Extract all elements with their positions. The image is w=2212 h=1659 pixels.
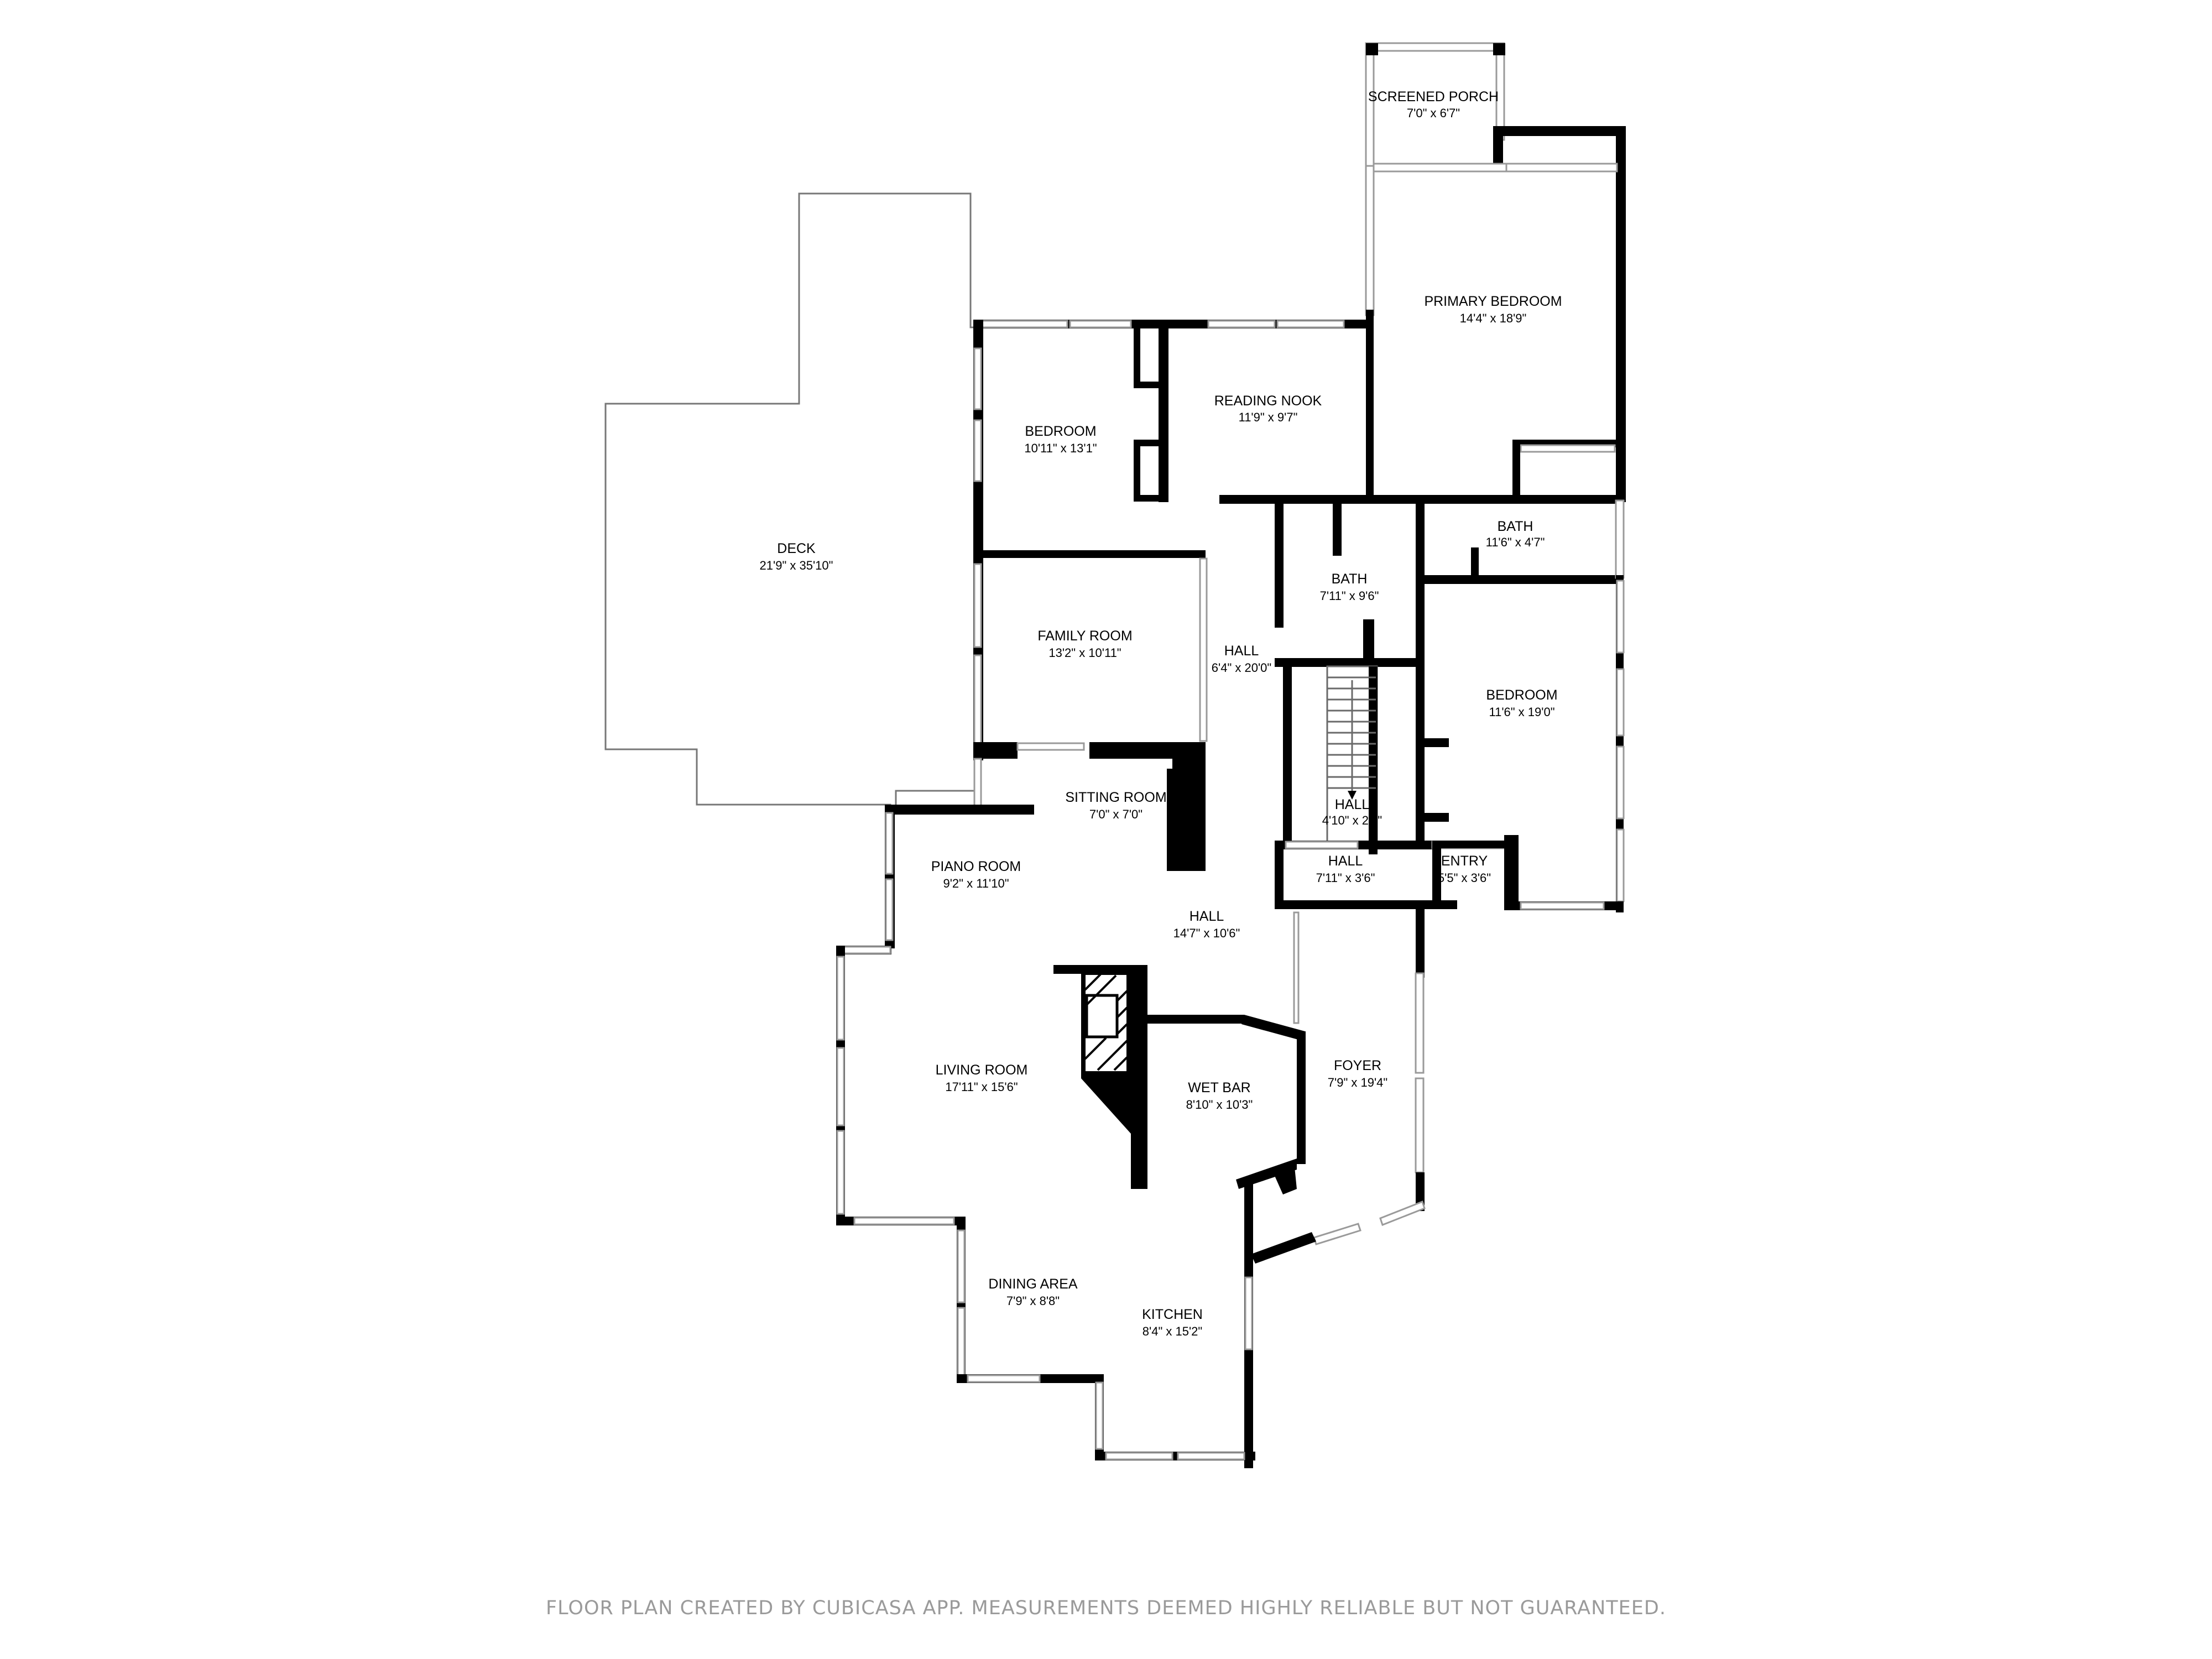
room-dims: 11'9" x 9'7" — [1239, 410, 1298, 424]
room-dims: 5'5" x 3'6" — [1438, 871, 1491, 885]
room-name: HALL — [1190, 909, 1224, 924]
room-name: SCREENED PORCH — [1368, 89, 1499, 105]
room-dims: 11'6" x 4'7" — [1486, 535, 1545, 549]
room-name: BATH — [1332, 571, 1368, 587]
sitting-piano-walls — [836, 758, 1034, 954]
living-room-walls — [836, 946, 966, 1383]
room-dims: 14'7" x 10'6" — [1173, 926, 1240, 940]
room-labels: SCREENED PORCH 7'0" x 6'7" PRIMARY BEDRO… — [760, 89, 1562, 1338]
room-dims: 7'11" x 9'6" — [1320, 589, 1379, 603]
disclaimer-footer: FLOOR PLAN CREATED BY CUBICASA APP. MEAS… — [546, 1597, 1666, 1619]
room-dims: 17'11" x 15'6" — [945, 1080, 1018, 1094]
room-dims: 10'11" x 13'1" — [1024, 441, 1097, 455]
room-dims: 7'0" x 6'7" — [1407, 106, 1460, 120]
room-name: BEDROOM — [1486, 687, 1557, 703]
hall-entry-walls — [1275, 835, 1513, 910]
north-wall — [973, 320, 1371, 557]
room-name: BEDROOM — [1025, 424, 1096, 439]
room-dims: 13'2" x 10'11" — [1048, 646, 1121, 660]
room-dims: 7'0" x 7'0" — [1089, 807, 1142, 821]
primary-bedroom-walls — [1365, 126, 1626, 502]
interior-walls-north — [1219, 495, 1625, 854]
room-dims: 4'10" x 2'6" — [1322, 813, 1382, 827]
room-dims: 8'4" x 15'2" — [1142, 1324, 1202, 1338]
room-name: LIVING ROOM — [936, 1062, 1028, 1078]
family-room-walls — [973, 550, 1208, 871]
wet-bar-walls — [1145, 1015, 1306, 1468]
room-dims: 7'9" x 8'8" — [1006, 1294, 1060, 1308]
room-dims: 7'11" x 3'6" — [1316, 871, 1375, 885]
staircase — [1327, 676, 1376, 800]
room-name: FAMILY ROOM — [1037, 628, 1132, 644]
room-name: ENTRY — [1441, 853, 1488, 869]
screened-porch-walls — [1365, 42, 1505, 171]
deck-outline — [604, 192, 977, 814]
room-dims: 9'2" x 11'10" — [943, 877, 1009, 890]
room-dims: 6'4" x 20'0" — [1212, 661, 1271, 675]
room-name: PRIMARY BEDROOM — [1424, 294, 1562, 309]
room-name: WET BAR — [1188, 1080, 1250, 1095]
room-dims: 8'10" x 10'3" — [1186, 1098, 1253, 1112]
room-dims: 7'9" x 19'4" — [1328, 1076, 1387, 1089]
room-dims: 14'4" x 18'9" — [1460, 311, 1527, 325]
room-name: BATH — [1498, 519, 1533, 534]
room-name: READING NOOK — [1214, 393, 1322, 409]
fireplace — [1053, 965, 1147, 1189]
room-name: HALL — [1224, 643, 1259, 659]
hall-main-walls — [1293, 911, 1300, 1024]
room-dims: 11'6" x 19'0" — [1489, 705, 1554, 719]
room-name: KITCHEN — [1142, 1307, 1203, 1322]
room-name: FOYER — [1334, 1058, 1381, 1073]
room-name: PIANO ROOM — [931, 859, 1021, 874]
room-name: DINING AREA — [988, 1276, 1077, 1292]
room-name: HALL — [1328, 853, 1363, 869]
room-name: HALL — [1335, 797, 1370, 812]
kitchen-walls — [957, 1374, 1255, 1460]
room-dims: 21'9" x 35'10" — [760, 559, 833, 572]
room-name: SITTING ROOM — [1065, 790, 1166, 805]
room-name: DECK — [777, 541, 816, 556]
